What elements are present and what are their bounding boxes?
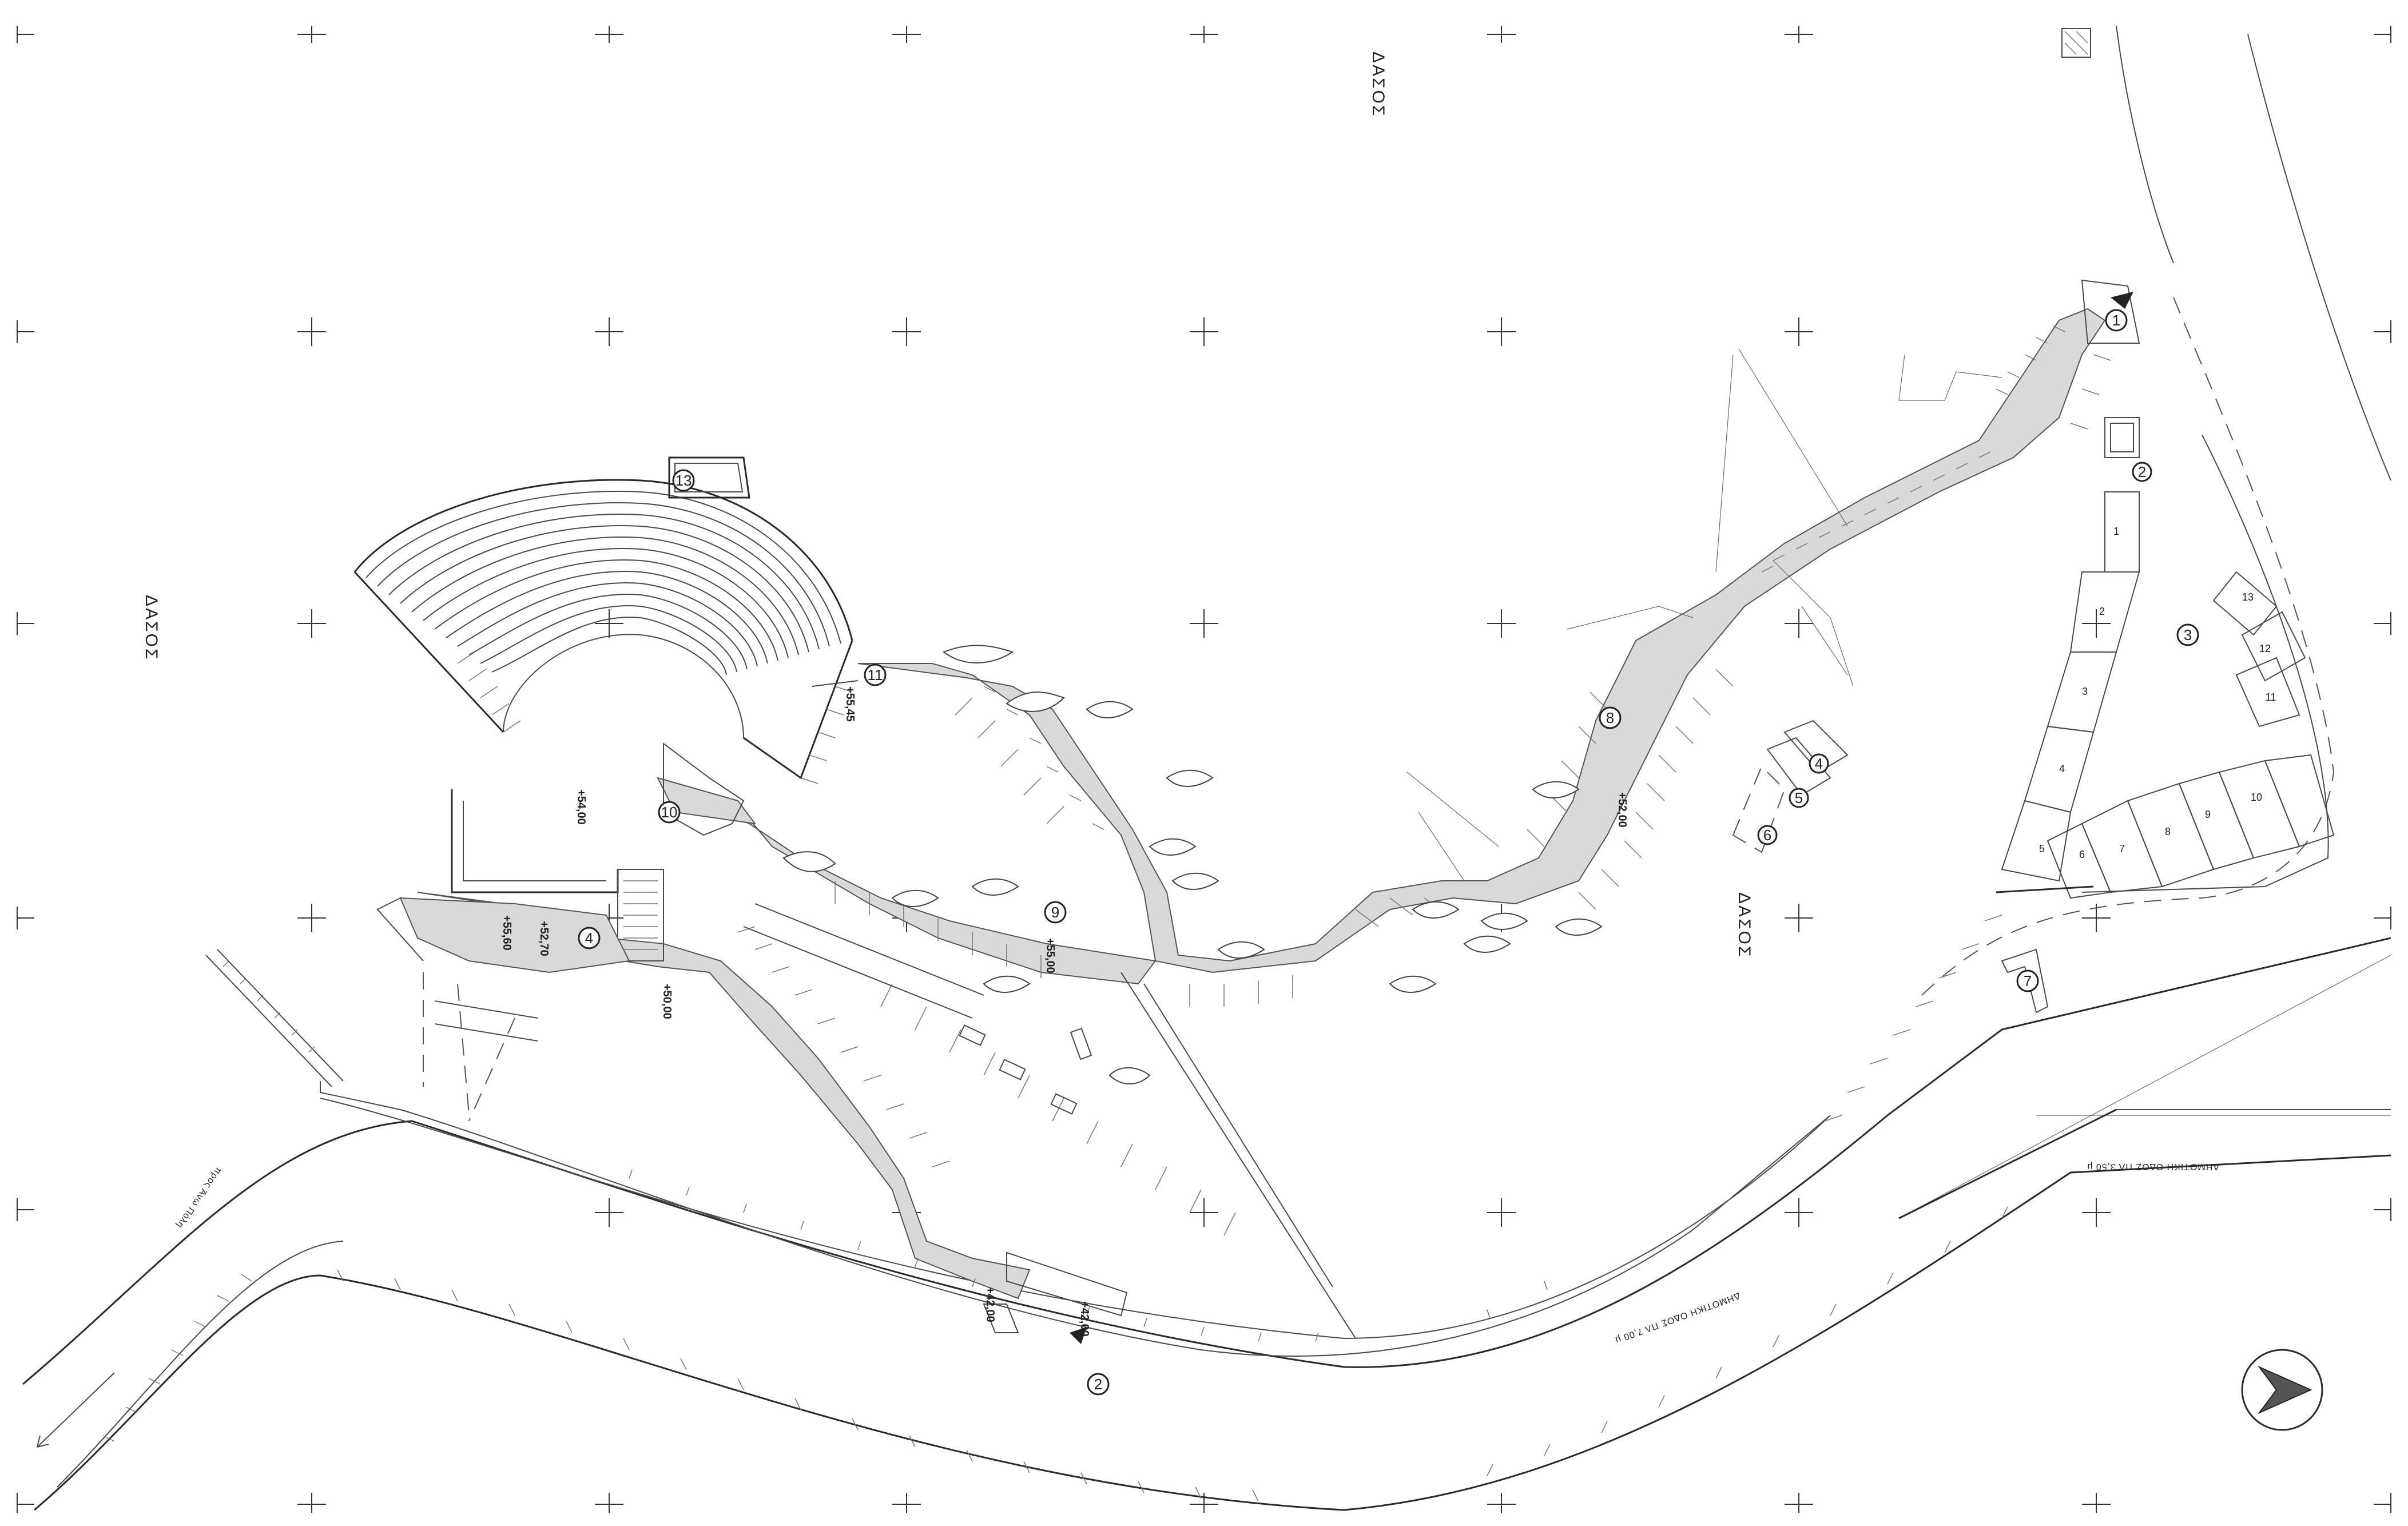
svg-text:1: 1	[2113, 526, 2119, 537]
left-features	[423, 903, 1356, 1339]
svg-text:10: 10	[661, 804, 678, 821]
svg-text:4: 4	[1815, 755, 1823, 772]
svg-text:9: 9	[1051, 904, 1059, 921]
svg-text:+54,00: +54,00	[575, 789, 587, 825]
building-boxes	[1732, 720, 1849, 853]
svg-text:6: 6	[2079, 849, 2085, 860]
forest-label-top: ΔΑΣΟΣ	[1369, 51, 1388, 117]
terrace-4	[376, 897, 630, 973]
svg-text:10: 10	[2251, 792, 2262, 803]
grid-crosses	[297, 26, 2111, 1513]
theatre-cavea	[353, 456, 859, 784]
svg-text:+42,00: +42,00	[984, 1287, 996, 1322]
svg-text:+52,70: +52,70	[538, 921, 550, 956]
svg-text:1: 1	[2112, 312, 2120, 329]
svg-text:+55,00: +55,00	[1044, 938, 1056, 973]
direction-arrow-icon	[37, 1372, 115, 1448]
main-road	[22, 937, 2391, 1511]
svg-text:12: 12	[2259, 643, 2271, 654]
north-arrow-icon	[2241, 1349, 2323, 1431]
slope-hatching	[737, 354, 2111, 1236]
svg-text:+55,60: +55,60	[500, 915, 513, 951]
svg-text:+42,00: +42,00	[1078, 1301, 1091, 1337]
forest-label-right: ΔΑΣΟΣ	[1735, 892, 1754, 958]
svg-text:2: 2	[2099, 606, 2105, 617]
svg-text:2: 2	[2138, 463, 2146, 480]
terrain-lines	[1406, 348, 2002, 881]
level-markers: +55,45 +54,00 +55,60 +52,70 +50,00 +42,0…	[500, 686, 1628, 1337]
svg-text:+52,00: +52,00	[1616, 792, 1628, 828]
svg-text:7: 7	[2119, 843, 2125, 855]
gate-area	[2081, 279, 2140, 458]
svg-text:3: 3	[2184, 626, 2192, 643]
retaining-wall	[205, 949, 1831, 1357]
svg-text:11: 11	[2266, 692, 2276, 703]
svg-text:8: 8	[1606, 709, 1614, 726]
paved-path	[417, 308, 2106, 1300]
parking-area	[1996, 491, 2335, 899]
municipal-road-upper-label: ΔΗΜΟΤΙΚΗ ΟΔΟΣ ΠΛ 3,50 μ	[2087, 1162, 2219, 1171]
svg-text:13: 13	[2242, 591, 2254, 603]
svg-text:13: 13	[675, 472, 692, 489]
hut-top-right	[2061, 28, 2091, 58]
svg-text:+55,45: +55,45	[844, 686, 856, 722]
entrance-arrow-icon	[1070, 292, 2133, 1344]
municipal-road-lower-label: ΔΗΜΟΤΙΚΗ ΟΔΟΣ ΠΛ 7,00 μ	[1614, 1290, 1742, 1345]
svg-text:4: 4	[585, 929, 593, 947]
svg-text:9: 9	[2205, 809, 2211, 820]
east-boundary	[1916, 25, 2391, 1002]
benches	[959, 1024, 1092, 1115]
zone-7-structure	[2001, 948, 2049, 1014]
svg-text:+50,00: +50,00	[661, 984, 673, 1019]
zone-markers: 1 2 3 4 2 7 8 9 10 11 13 5 4 6	[578, 309, 2199, 1396]
svg-text:3: 3	[2082, 686, 2088, 697]
svg-text:6: 6	[1763, 826, 1771, 844]
tree-icon	[782, 645, 1603, 1084]
svg-text:5: 5	[2039, 843, 2045, 855]
svg-text:11: 11	[868, 666, 883, 683]
svg-text:7: 7	[2024, 972, 2032, 989]
svg-text:4: 4	[2059, 763, 2065, 774]
svg-text:2: 2	[1094, 1376, 1102, 1393]
svg-text:8: 8	[2165, 826, 2171, 837]
svg-text:5: 5	[1795, 789, 1803, 806]
sheet-crop-marks	[17, 26, 2391, 1513]
forest-label-left: ΔΑΣΟΣ	[142, 595, 161, 661]
parking-slot-numbers: 1 2 3 4 5 6 7 8 9 10 11 12 13	[2039, 526, 2276, 860]
road-to-town-label: προς Άνω Πόλη	[174, 1166, 224, 1230]
